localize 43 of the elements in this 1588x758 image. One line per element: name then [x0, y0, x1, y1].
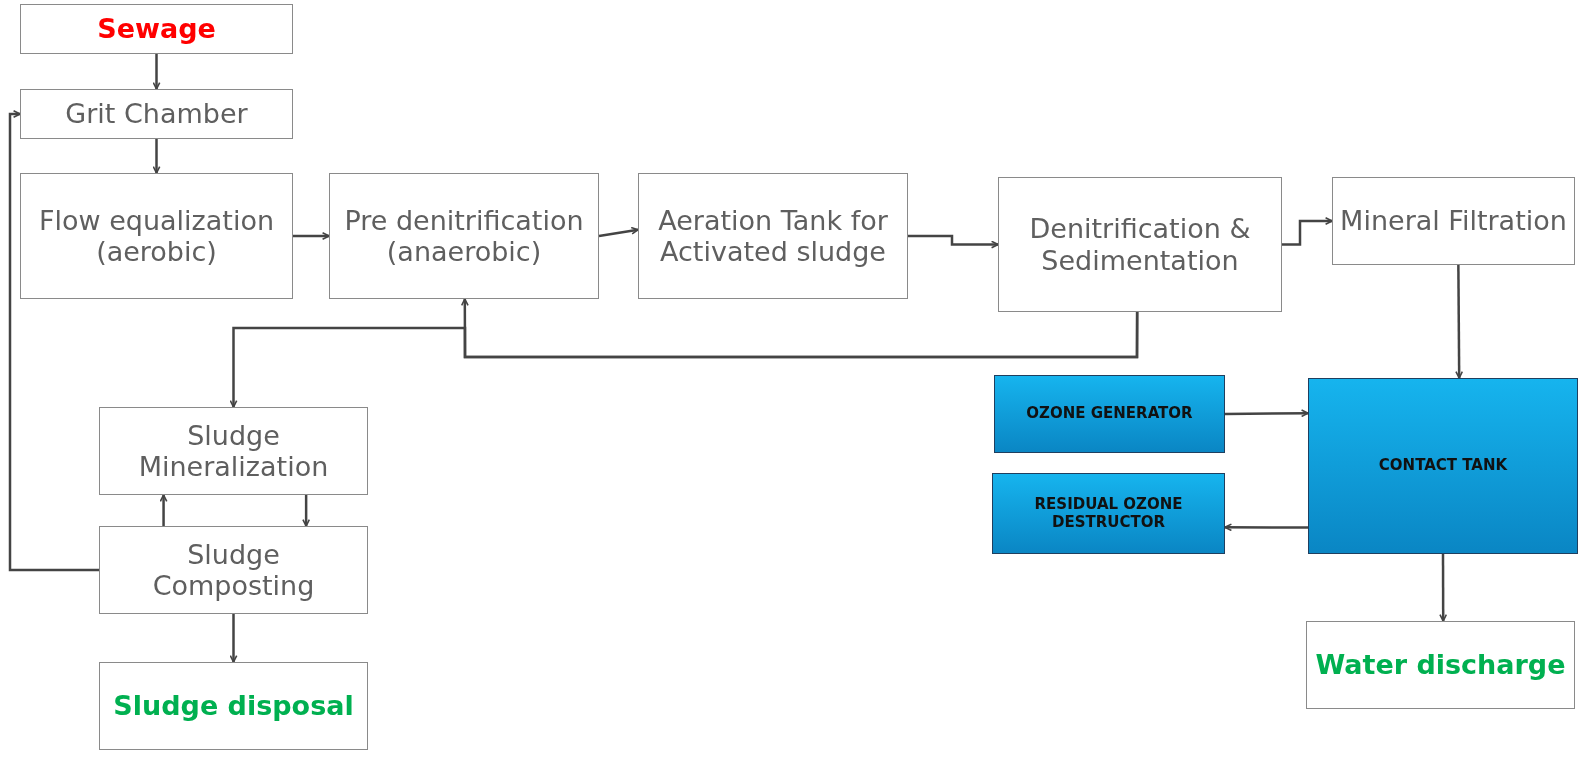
- arrow: [1455, 265, 1464, 379]
- process-box: [20, 4, 293, 54]
- box-label: Sludge Composting: [151, 538, 316, 602]
- box-label: Aeration Tank for Activated sludge: [657, 204, 889, 268]
- process-box: [99, 662, 368, 750]
- equipment-box: [994, 375, 1225, 453]
- arrow: [598, 226, 639, 238]
- arrow: [293, 232, 330, 240]
- arrow: [1439, 554, 1448, 622]
- box-label: OZONE GENERATOR: [1025, 405, 1194, 423]
- box-label: Mineral Filtration: [1339, 205, 1568, 237]
- process-box: [99, 526, 368, 614]
- arrow: [8, 110, 99, 572]
- arrow: [302, 495, 311, 527]
- box-label: Sludge Mineralization: [137, 419, 330, 483]
- arrow: [229, 312, 1139, 408]
- box-label: Denitrification & Sedimentation: [1028, 213, 1252, 276]
- process-box: [638, 173, 908, 299]
- equipment-box: [992, 473, 1225, 554]
- arrow: [159, 494, 168, 526]
- process-box: [99, 407, 368, 495]
- arrow: [1224, 523, 1308, 532]
- arrow: [152, 54, 161, 90]
- process-box: [1332, 177, 1575, 265]
- process-box: [998, 177, 1282, 312]
- box-label: Water discharge: [1314, 649, 1567, 681]
- arrow: [152, 139, 161, 174]
- arrow: [1225, 409, 1309, 418]
- box-label: RESIDUAL OZONE DESTRUCTOR: [1033, 496, 1184, 531]
- arrow: [1282, 217, 1333, 246]
- box-label: Sewage: [96, 13, 217, 45]
- arrow: [908, 234, 999, 249]
- process-box: [20, 89, 293, 139]
- box-label: Grit Chamber: [64, 98, 249, 130]
- process-box: [329, 173, 599, 299]
- arrow: [229, 614, 238, 663]
- equipment-box: [1308, 378, 1578, 554]
- box-label: Flow equalization (aerobic): [37, 204, 276, 268]
- process-box: [1306, 621, 1575, 709]
- box-label: Pre denitrification (anaerobic): [343, 204, 585, 268]
- box-label: CONTACT TANK: [1377, 457, 1509, 475]
- process-box: [20, 173, 293, 299]
- box-label: Sludge disposal: [112, 690, 355, 722]
